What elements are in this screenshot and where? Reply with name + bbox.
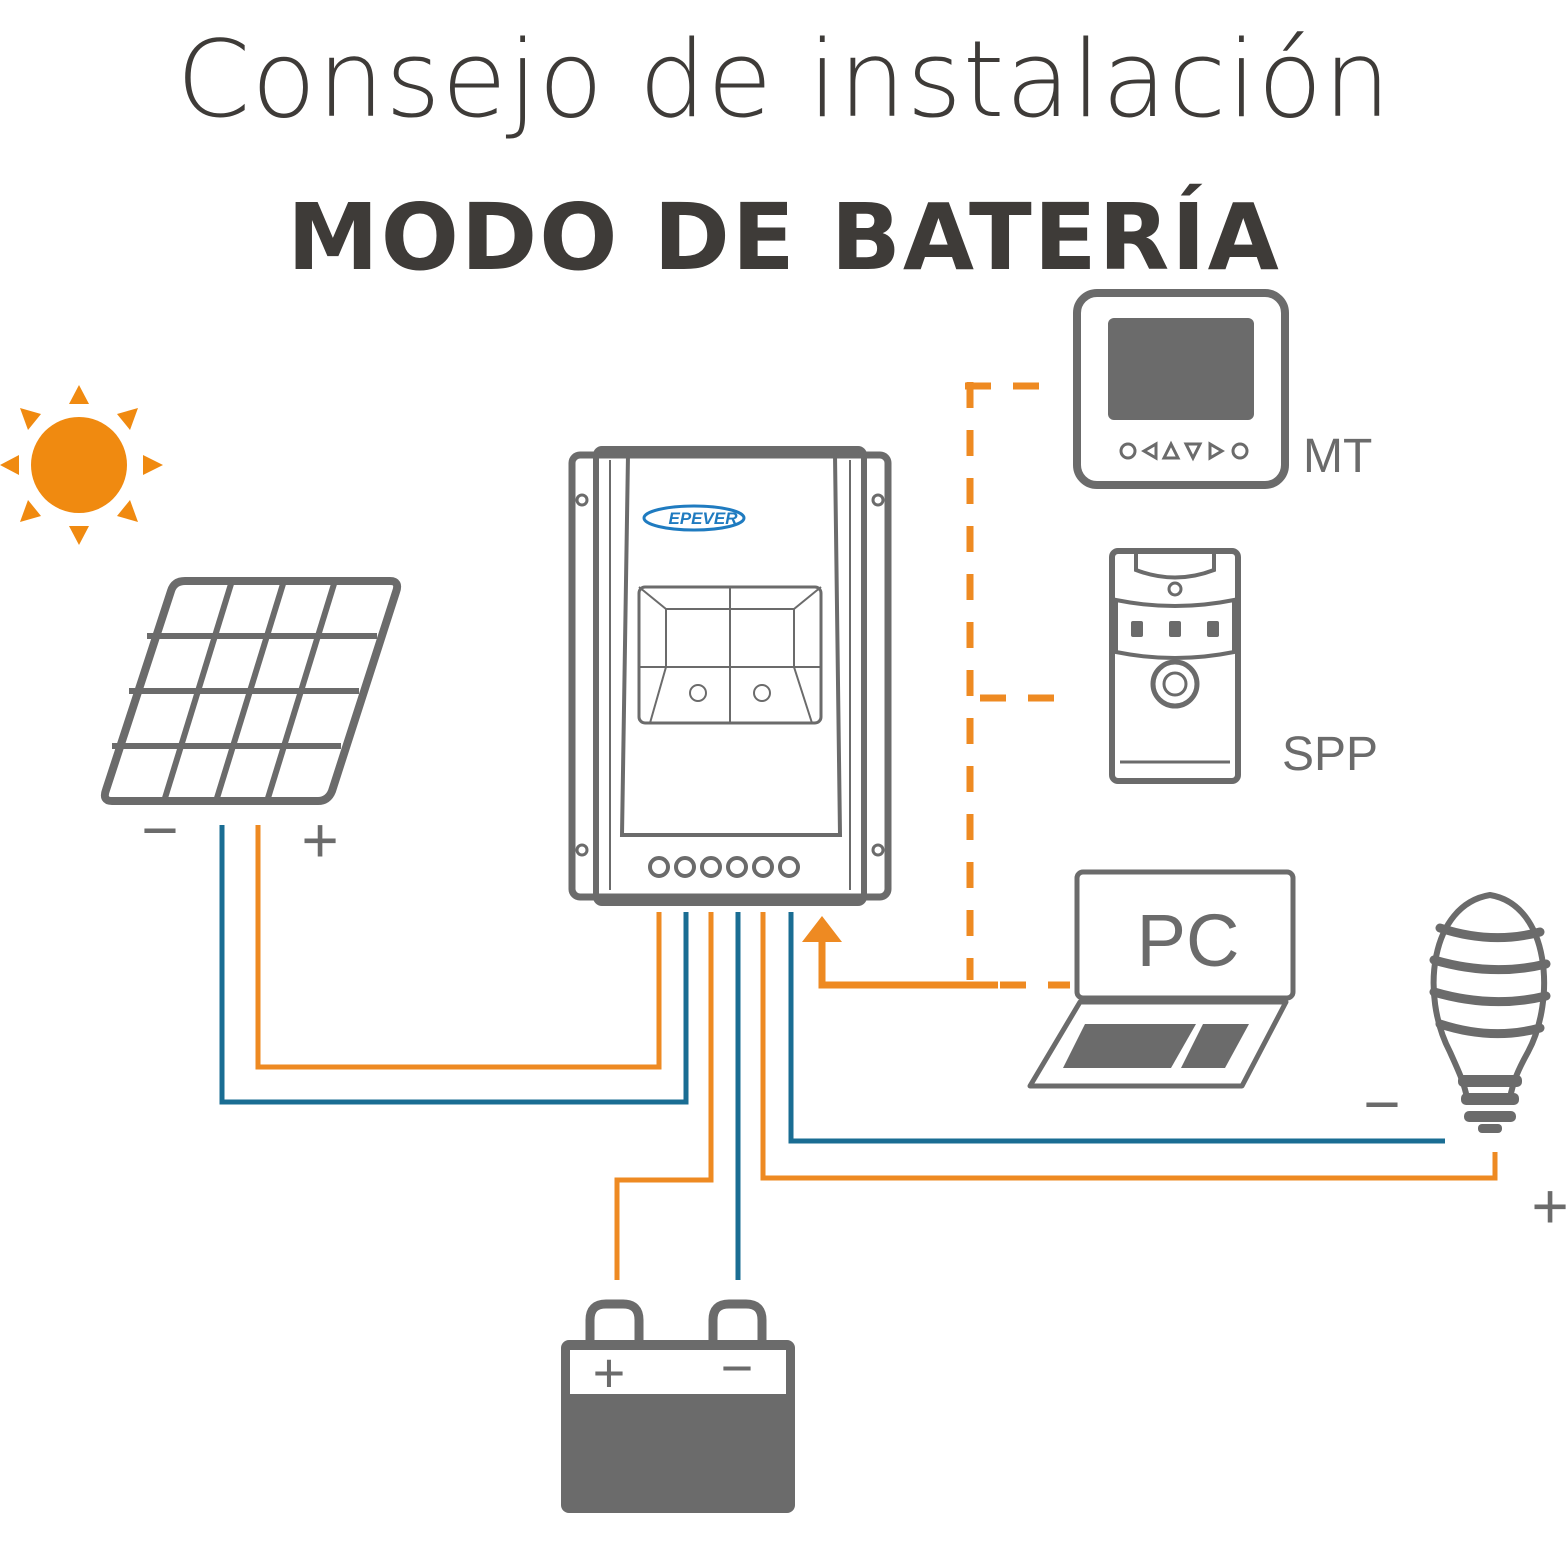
page-title: Consejo de instalación	[176, 18, 1392, 141]
spp-led	[1131, 621, 1143, 637]
charge-controller-icon	[568, 446, 892, 906]
pc-laptop-icon	[1027, 869, 1296, 1089]
page-subtitle: MODO DE BATERÍA	[287, 184, 1281, 291]
battery-icon	[561, 1299, 795, 1513]
panel-plus-label: +	[301, 804, 338, 876]
solar-panel-icon	[100, 577, 402, 805]
comm-arrow	[802, 916, 842, 942]
load-plus-label: +	[1531, 1170, 1568, 1242]
wires	[219, 825, 1498, 1280]
mt-label: MT	[1303, 430, 1372, 483]
mt-meter-icon	[1073, 289, 1289, 489]
pc-label: PC	[1137, 899, 1240, 982]
brand-logo: EPEVER	[669, 509, 739, 528]
spp-module-icon	[1109, 548, 1241, 784]
load-minus-label: −	[1363, 1068, 1400, 1140]
spp-label: SPP	[1282, 728, 1378, 781]
sun-icon	[0, 385, 163, 545]
battery-plus-label: +	[593, 1341, 626, 1404]
spp-led	[1207, 621, 1219, 637]
spp-led	[1169, 621, 1181, 637]
brand-logo-ring	[642, 504, 746, 532]
panel-minus-label: −	[141, 794, 178, 866]
bulb-icon	[1429, 891, 1551, 1133]
battery-minus-label: −	[721, 1336, 754, 1399]
comm-dashed-lines	[965, 382, 1070, 989]
